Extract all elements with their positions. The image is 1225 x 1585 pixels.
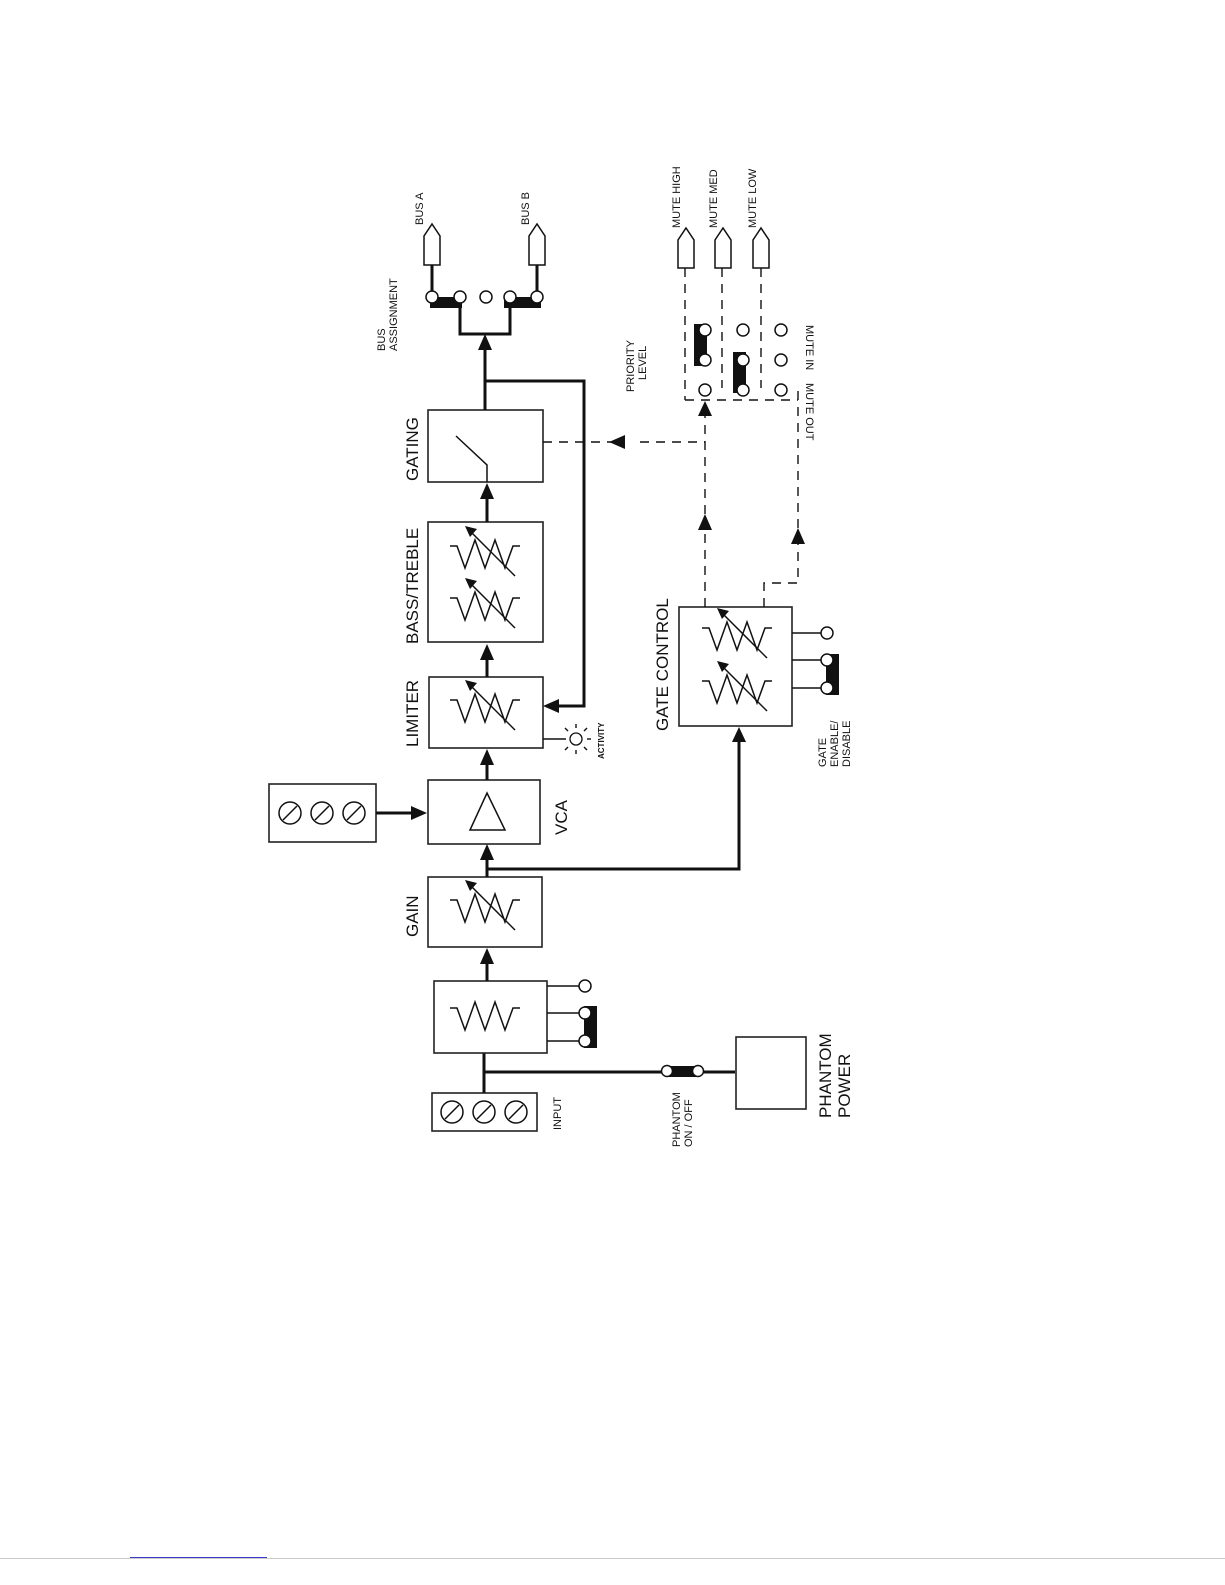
phantom-switch: [662, 1066, 704, 1078]
mute-low-output-icon: [753, 228, 769, 268]
phantom-power-box: [736, 1037, 806, 1109]
input-filter-block: [434, 981, 547, 1053]
bus-a-label: BUS A: [414, 192, 426, 225]
priority-level-switch: [685, 268, 798, 400]
bus-b-output-icon: [529, 224, 545, 265]
vca-block: [428, 780, 540, 844]
gain-label: GAIN: [403, 895, 422, 937]
phantom-power-label: PHANTOM POWER: [816, 1029, 854, 1118]
limiter-label: LIMITER: [403, 680, 422, 747]
page-footer-rule: [0, 1558, 1225, 1559]
mute-high-output-icon: [678, 228, 694, 268]
phantom-on-off-label: PHANTOM ON / OFF: [671, 1089, 695, 1147]
gate-enable-label: GATE ENABLE/ DISABLE: [817, 717, 853, 767]
mute-med-output-icon: [715, 228, 731, 268]
footer-link-underline: [130, 1557, 267, 1558]
input-label: INPUT: [552, 1097, 564, 1130]
gate-control-label: GATE CONTROL: [653, 598, 672, 731]
input-filter-switch: [547, 980, 597, 1048]
bus-assignment-label: BUS ASSIGNMENT: [376, 278, 400, 351]
activity-led-icon: [543, 724, 591, 754]
gating-label: GATING: [403, 417, 422, 481]
mute-out-label: MUTE OUT: [803, 383, 815, 441]
limiter-block: [429, 677, 543, 748]
gain-block: [428, 877, 542, 947]
mute-high-label: MUTE HIGH: [671, 166, 683, 228]
mute-low-label: MUTE LOW: [747, 168, 759, 228]
input-connector: [432, 1093, 537, 1131]
priority-level-label: PRIORITY LEVEL: [625, 337, 649, 392]
bus-a-output-icon: [424, 224, 440, 265]
bass-treble-label: BASS/TREBLE: [403, 528, 422, 644]
vca-label: VCA: [552, 799, 571, 835]
vca-control-connector: [269, 784, 376, 842]
gate-control-block: [679, 607, 792, 726]
mute-in-label: MUTE IN: [803, 325, 815, 370]
gating-block: [428, 410, 543, 482]
bus-b-label: BUS B: [520, 192, 532, 225]
mute-med-label: MUTE MED: [708, 169, 720, 228]
activity-label: ACTIVITY: [597, 722, 606, 759]
bass-treble-block: [428, 522, 543, 642]
gate-enable-switch: [792, 627, 839, 695]
bus-assignment-switch: [426, 265, 543, 334]
